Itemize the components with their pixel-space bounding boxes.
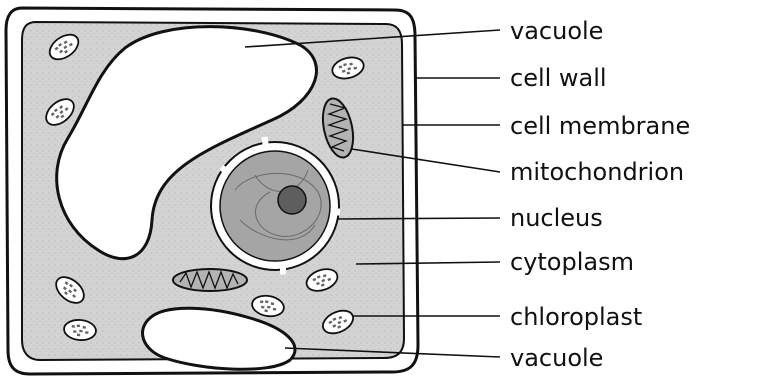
label-vacuole-top: vacuole [510, 17, 603, 45]
label-vacuole-bottom: vacuole [510, 344, 603, 372]
nucleolus [278, 186, 306, 214]
label-cell-wall: cell wall [510, 64, 607, 92]
label-cell-membrane: cell membrane [510, 112, 690, 140]
label-cytoplasm: cytoplasm [510, 248, 634, 276]
label-mitochondrion: mitochondrion [510, 158, 684, 186]
mitochondrion-bottom [173, 269, 247, 291]
label-chloroplast: chloroplast [510, 303, 642, 331]
leader-nucleus [338, 218, 500, 219]
label-nucleus: nucleus [510, 204, 603, 232]
